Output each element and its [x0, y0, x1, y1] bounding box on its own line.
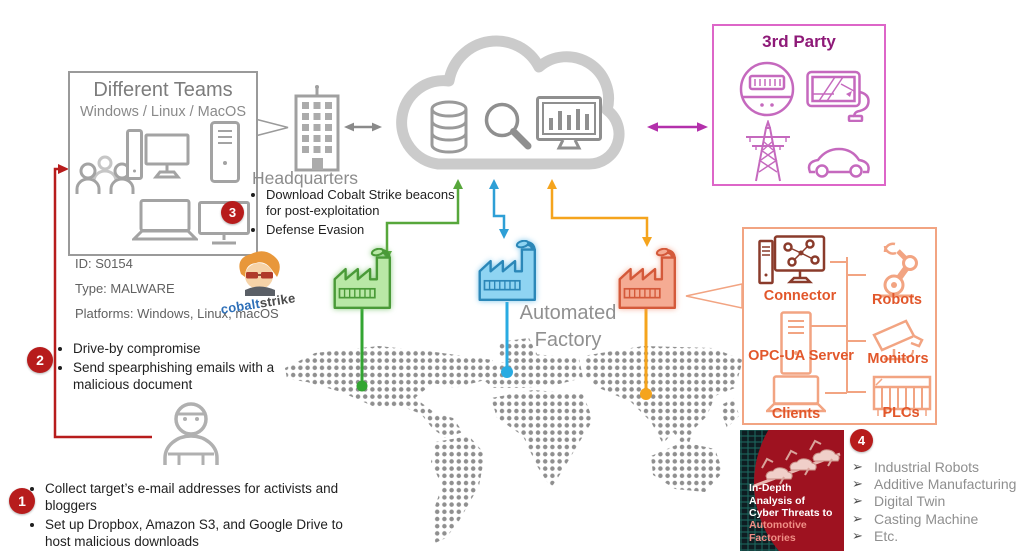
blue-factory-arrow	[492, 187, 506, 231]
topic-label: Additive Manufacturing	[874, 476, 1017, 493]
laptop-icon	[132, 199, 198, 241]
topic-label: Digital Twin	[874, 493, 946, 510]
map-south-america	[431, 436, 485, 543]
map-australia	[651, 442, 723, 492]
network-label-monitors: Monitors	[867, 351, 929, 367]
smart-meter-icon	[739, 61, 795, 117]
world-map	[285, 338, 743, 543]
desktop-computer-icon	[126, 129, 190, 180]
team-people-icon	[75, 155, 135, 194]
map-europe	[479, 354, 583, 388]
arrow-bullet-icon: ➢	[852, 493, 863, 509]
step1-bullet: Set up Dropbox, Amazon S3, and Google Dr…	[45, 516, 357, 550]
clients-laptop-icon	[766, 375, 826, 413]
gps-device-icon	[806, 70, 870, 122]
network-label-robots: Robots	[872, 292, 922, 308]
step2-bullet: Drive-by compromise	[73, 340, 291, 357]
car-icon	[807, 147, 870, 178]
network-label-clients: Clients	[771, 406, 821, 422]
robot-arm-icon	[880, 242, 918, 298]
netbox-factory-callout	[685, 283, 743, 309]
hq-bullet: Defense Evasion	[266, 222, 466, 238]
database-icon	[430, 100, 468, 154]
plc-rack-icon	[872, 375, 932, 416]
teams-box-title: Different Teams	[93, 79, 233, 101]
opcua-server-icon	[780, 311, 812, 375]
teams-to-hq-chevron	[256, 118, 289, 137]
hacker-icon	[163, 402, 219, 465]
search-icon	[484, 102, 532, 150]
topic-row: ➢ Industrial Robots	[852, 458, 1016, 475]
topic-row: ➢ Etc.	[852, 528, 1016, 545]
arrow-bullet-icon: ➢	[852, 510, 863, 526]
step2-bullets: Drive-by compromise Send spearphishing e…	[60, 340, 291, 395]
headquarters-building-icon	[294, 85, 340, 172]
network-label-connector: Connector	[763, 288, 837, 304]
step3-badge: 3	[221, 201, 244, 224]
report-topics-list: ➢ Industrial Robots ➢ Additive Manufacturi…	[852, 458, 1016, 545]
arrow-bullet-icon: ➢	[852, 458, 863, 474]
malware-platforms: Platforms: Windows, Linux, macOS	[75, 306, 279, 321]
topic-row: ➢ Additive Manufacturing	[852, 475, 1016, 492]
topic-row: ➢ Casting Machine	[852, 510, 1016, 527]
hq-bullet: Download Cobalt Strike beacons for post-…	[266, 187, 466, 220]
automated-factory-label: Automated Factory	[519, 302, 617, 351]
step1-bullets: Collect target’s e-mail addresses for ac…	[32, 480, 357, 553]
headquarters-label: Headquarters	[252, 168, 359, 188]
third-party-title: 3rd Party	[762, 32, 836, 51]
cctv-camera-icon	[872, 319, 924, 361]
connector-computer-icon	[758, 235, 826, 285]
different-teams-box: Different Teams Windows / Linux / MacOS	[68, 71, 258, 256]
step4-badge: 4	[850, 429, 873, 452]
cover-title: In-Depth Analysis of Cyber Threats to Au…	[749, 482, 833, 544]
headquarters-bullets: Download Cobalt Strike beacons for post-…	[253, 187, 466, 240]
power-tower-icon	[746, 120, 790, 182]
map-africa	[491, 390, 593, 488]
cobaltstrike-logo: cobaltstrike	[215, 250, 301, 317]
topic-label: Casting Machine	[874, 510, 979, 527]
malware-info: ID: S0154 Type: MALWARE Platforms: Windo…	[75, 256, 279, 331]
step2-badge: 2	[27, 347, 53, 373]
orange-factory-arrow	[550, 187, 649, 239]
teams-box-subtitle: Windows / Linux / MacOS	[80, 104, 246, 120]
topic-label: Etc.	[874, 528, 899, 545]
blue-factory-icon	[470, 240, 552, 308]
topic-row: ➢ Digital Twin	[852, 493, 1016, 510]
arrow-bullet-icon: ➢	[852, 476, 863, 492]
factory-network-box: Connector Robots OPC-UA Server Monitors	[742, 227, 937, 425]
malware-type: Type: MALWARE	[75, 281, 175, 296]
step1-bullet: Collect target’s e-mail addresses for ac…	[45, 480, 357, 514]
report-cover: In-Depth Analysis of Cyber Threats to Au…	[740, 430, 844, 551]
arrow-bullet-icon: ➢	[852, 528, 863, 544]
map-north-america	[285, 346, 493, 438]
map-asia	[583, 346, 743, 450]
green-factory-icon	[325, 248, 407, 316]
cobaltstrike-character	[239, 251, 280, 296]
malware-id: ID: S0154	[75, 256, 133, 271]
network-label-opcua: OPC-UA Server	[748, 348, 854, 364]
assembly-line-illustration	[753, 439, 841, 488]
map-islands	[719, 398, 739, 428]
step1-badge: 1	[9, 488, 35, 514]
topic-label: Industrial Robots	[874, 458, 980, 475]
third-party-box: 3rd Party	[712, 24, 886, 186]
network-label-plcs: PLCs	[882, 405, 920, 421]
server-tower-icon	[210, 121, 240, 183]
dashboard-monitor-icon	[536, 96, 602, 150]
step2-bullet: Send spearphishing emails with a malicio…	[73, 359, 291, 393]
